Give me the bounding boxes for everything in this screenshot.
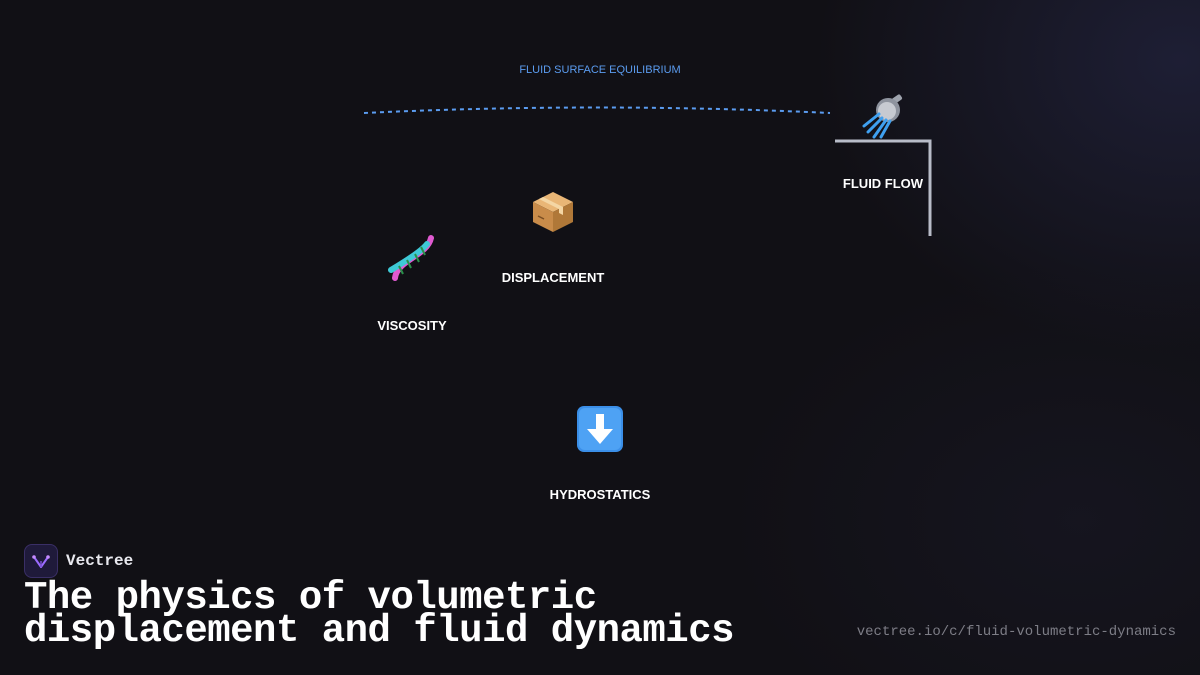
node-label-fluid-flow: FLUID FLOW	[842, 176, 924, 191]
brand: Vectree	[24, 544, 133, 578]
dna-helix-icon	[388, 235, 434, 281]
vectree-logo-icon	[24, 544, 58, 578]
brand-name: Vectree	[66, 552, 134, 570]
node-label-hydrostatics: HYDROSTATICS	[549, 487, 651, 502]
source-url[interactable]: vectree.io/c/fluid-volumetric-dynamics	[856, 624, 1176, 640]
node-label-displacement: DISPLACEMENT	[501, 270, 605, 285]
down-arrow-icon	[577, 406, 623, 452]
package-box-icon	[533, 192, 573, 232]
fluid-flow-bracket	[835, 139, 932, 236]
shower-head-icon	[862, 94, 903, 139]
page-title: The physics of volumetric displacement a…	[24, 576, 735, 653]
surface-equilibrium-label: FLUID SURFACE EQUILIBRIUM	[519, 64, 681, 76]
surface-equilibrium-arc	[363, 106, 831, 114]
node-label-viscosity: VISCOSITY	[377, 318, 447, 333]
